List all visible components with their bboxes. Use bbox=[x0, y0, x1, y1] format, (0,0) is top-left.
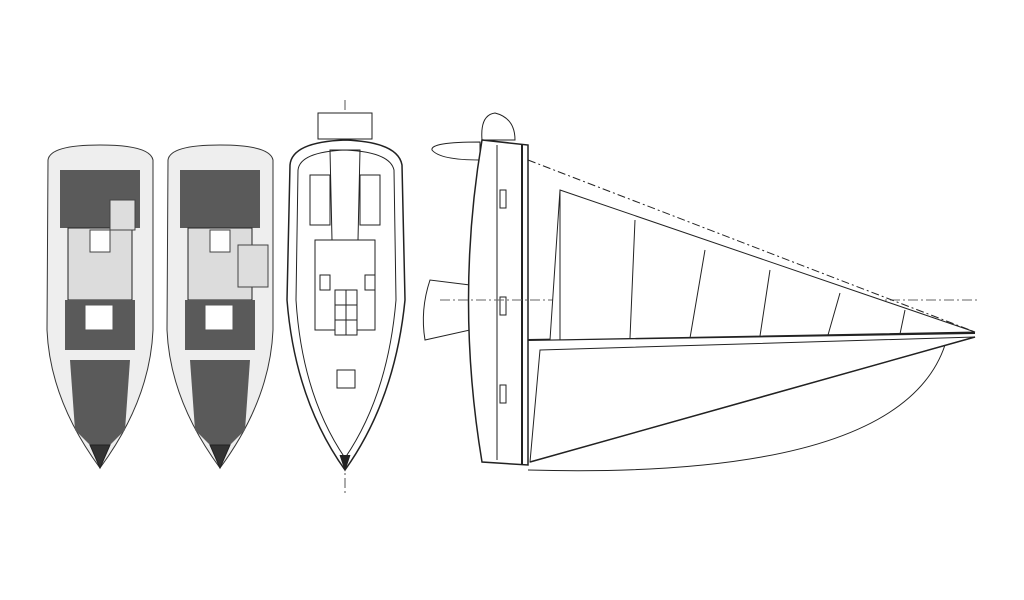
interior-layout-plan-1 bbox=[46, 144, 154, 470]
deck-plan bbox=[286, 100, 406, 495]
side-profile-with-sails bbox=[422, 112, 980, 472]
interior-layout-plan-2 bbox=[166, 144, 274, 470]
